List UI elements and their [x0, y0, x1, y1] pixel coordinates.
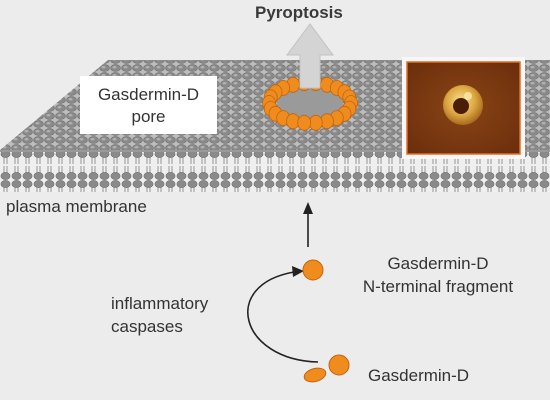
pore-label-box [80, 76, 217, 134]
afm-pore-image [402, 57, 525, 159]
pore-label-line2: pore [131, 107, 166, 126]
fragment-label-line2: N-terminal fragment [362, 277, 514, 296]
fragment-label-line1: Gasdermin-D [387, 254, 489, 273]
membrane-label: plasma membrane [6, 197, 147, 216]
title-pyroptosis: Pyroptosis [255, 3, 343, 22]
gasdermin-label: Gasdermin-D [368, 366, 470, 385]
curved-arrow-icon [247, 271, 319, 363]
pore-subunit [297, 114, 312, 131]
n-terminal-fragment [302, 259, 324, 281]
block-arrow-up-icon [286, 23, 334, 89]
pore-hole [277, 88, 343, 118]
cytoplasm [0, 192, 550, 400]
pore-subunit [308, 114, 323, 131]
caspases-label-line1: inflammatory [111, 294, 209, 313]
caspases-label-line2: caspases [111, 317, 183, 336]
pore-label-line1: Gasdermin-D [97, 85, 200, 104]
gasdermin-d-protein [303, 354, 350, 383]
